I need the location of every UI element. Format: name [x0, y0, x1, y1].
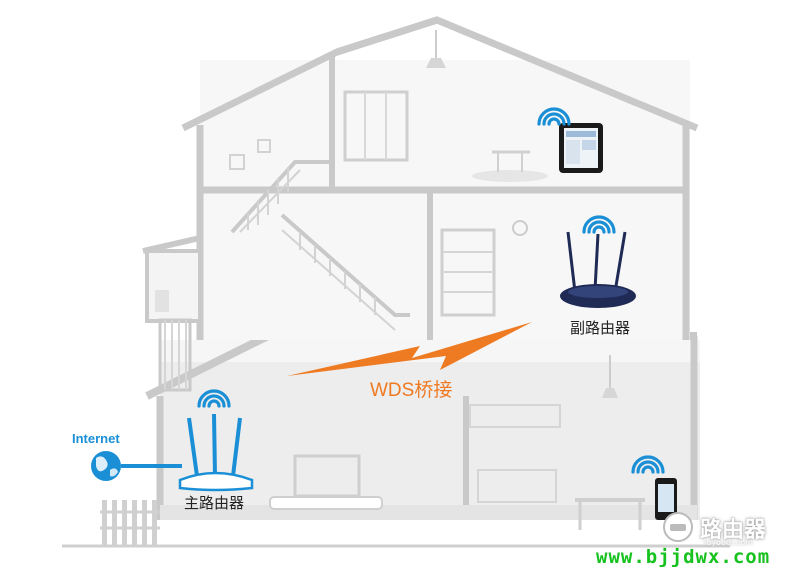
- attic-furniture: [229, 30, 548, 182]
- watermark-logo-icon: [663, 512, 693, 542]
- staircase: [155, 160, 410, 331]
- fence: [100, 500, 160, 545]
- globe-icon: [91, 451, 121, 481]
- watermark-brand: 路由器: [700, 518, 767, 543]
- sub-router-icon: [560, 231, 636, 308]
- middle-room-furniture: [440, 220, 528, 317]
- sub-router-label: 副路由器: [570, 319, 631, 337]
- watermark-url: www.bjjdwx.com: [596, 546, 771, 568]
- watermark-sub: luyouqi.com: [704, 538, 753, 547]
- tablet-icon: [559, 123, 603, 173]
- ground-furniture: [269, 355, 645, 530]
- wds-lightning-icon: [287, 322, 532, 376]
- main-router-icon: [178, 413, 254, 492]
- wds-bridge-label: WDS桥接: [370, 380, 453, 401]
- phone-icon: [655, 478, 677, 520]
- internet-label: Internet: [72, 431, 120, 446]
- main-router-label: 主路由器: [184, 494, 245, 512]
